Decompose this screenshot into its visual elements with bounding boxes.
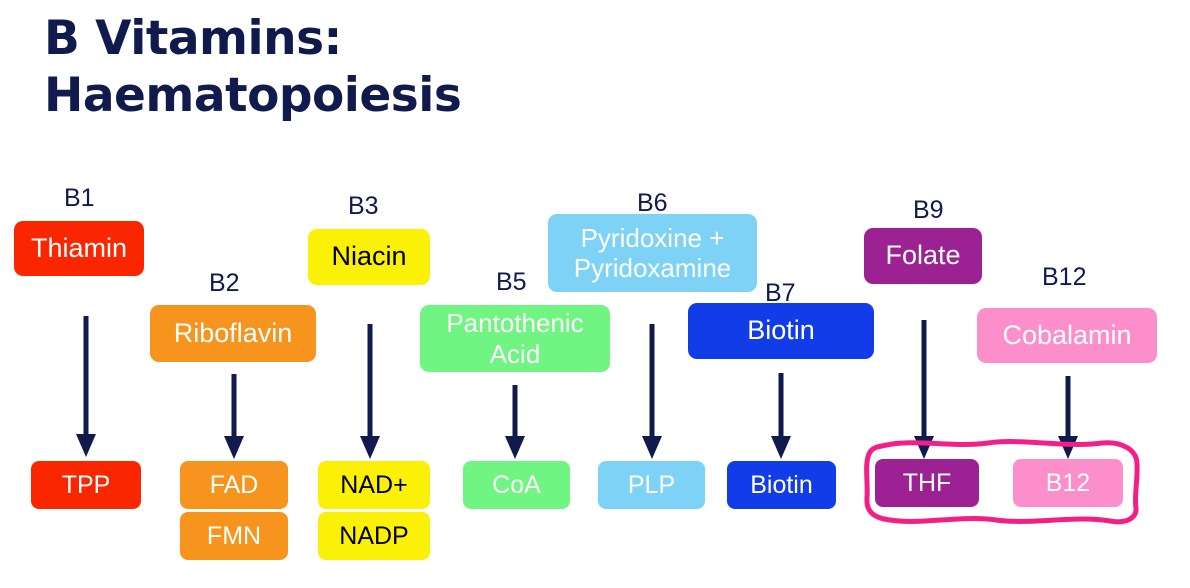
arrow-b3-to-nad (360, 324, 380, 459)
vitamin-box-folate[interactable]: Folate (864, 228, 982, 284)
vitamin-box-pantothenic-acid[interactable]: Pantothenic Acid (420, 305, 610, 372)
vitamin-number-b7: B7 (765, 279, 796, 307)
vitamin-number-b6: B6 (637, 189, 668, 217)
vitamin-number-b2: B2 (209, 269, 240, 297)
arrow-b2-to-fad (224, 374, 244, 459)
arrow-b7-to-biotin (771, 373, 791, 459)
page-title: B Vitamins: Haematopoiesis (44, 11, 462, 124)
product-box-fad[interactable]: FAD (180, 461, 288, 509)
product-box-fmn[interactable]: FMN (180, 512, 288, 560)
vitamin-number-b12: B12 (1042, 263, 1087, 291)
vitamin-box-cobalamin[interactable]: Cobalamin (977, 308, 1157, 363)
product-box-b12[interactable]: B12 (1013, 459, 1123, 507)
product-box-plp[interactable]: PLP (598, 461, 705, 509)
vitamin-number-b3: B3 (348, 192, 379, 220)
arrow-b9-to-thf (914, 320, 934, 459)
product-box-nadp[interactable]: NADP (318, 512, 430, 560)
arrow-b12-to-b12-product (1058, 376, 1078, 459)
product-box-thf[interactable]: THF (875, 459, 979, 507)
vitamin-number-b5: B5 (496, 268, 527, 296)
vitamin-number-b1: B1 (64, 184, 95, 212)
vitamin-box-thiamin[interactable]: Thiamin (14, 221, 144, 276)
vitamin-box-pyridoxine-pyridoxamine[interactable]: Pyridoxine + Pyridoxamine (548, 214, 757, 292)
arrow-b1-to-tpp (76, 316, 96, 457)
product-box-nad-plus[interactable]: NAD+ (318, 461, 430, 509)
product-box-coa[interactable]: CoA (463, 461, 570, 509)
vitamin-number-b9: B9 (913, 196, 944, 224)
vitamin-box-niacin[interactable]: Niacin (308, 229, 430, 285)
arrow-b5-to-coa (505, 385, 525, 459)
vitamin-box-riboflavin[interactable]: Riboflavin (150, 305, 316, 362)
product-box-biotin[interactable]: Biotin (727, 461, 836, 509)
arrow-b6-to-plp (642, 324, 662, 459)
product-box-tpp[interactable]: TPP (31, 461, 141, 509)
vitamin-box-biotin[interactable]: Biotin (688, 303, 874, 359)
